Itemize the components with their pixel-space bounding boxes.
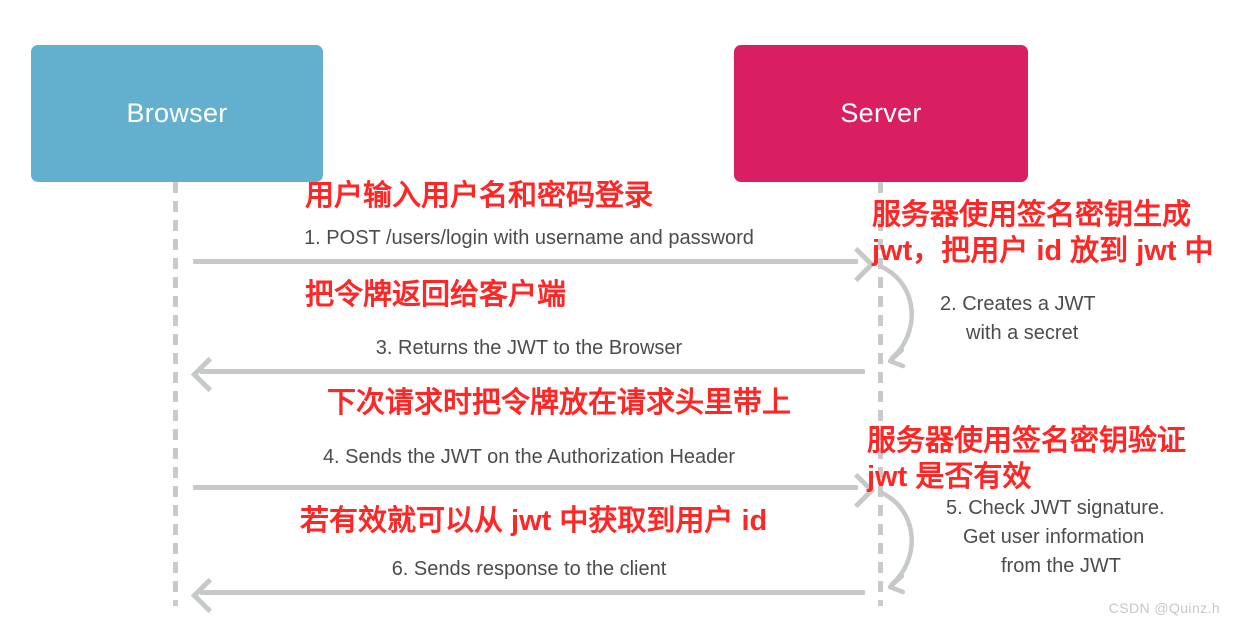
watermark-credit: CSDN @Quinz.h [1108,600,1220,616]
message-arrow-line-4 [193,485,858,490]
actor-box-server[interactable]: Server [734,45,1028,182]
annotation-server-verify-jwt-line2: jwt 是否有效 [867,461,1032,493]
annotation-return-token: 把令牌返回给客户端 [305,279,567,311]
message-arrow-line-6 [200,590,865,595]
annotation-server-create-jwt-line1: 服务器使用签名密钥生成 [872,199,1192,231]
actor-box-browser[interactable]: Browser [31,45,323,182]
message-arrow-line-3 [200,369,865,374]
self-call-loop-2 [877,263,914,369]
lifeline-browser [173,182,178,606]
message-label-4: 4. Sends the JWT on the Authorization He… [322,446,736,468]
message-arrow-line-1 [193,259,858,264]
lifeline-server [878,182,883,606]
self-call-label-5-line3: from the JWT [1001,555,1122,577]
annotation-server-verify-jwt-line1: 服务器使用签名密钥验证 [867,425,1187,457]
message-label-3: 3. Returns the JWT to the Browser [375,337,683,359]
self-call-loop-5 [877,489,914,595]
annotation-login-request: 用户输入用户名和密码登录 [305,180,654,212]
annotation-server-create-jwt-line2: jwt，把用户 id 放到 jwt 中 [872,235,1214,267]
annotation-get-user-id: 若有效就可以从 jwt 中获取到用户 id [300,505,768,537]
self-call-label-2-line2: with a secret [966,322,1079,344]
annotation-send-token-header: 下次请求时把令牌放在请求头里带上 [327,387,792,419]
actor-label-browser: Browser [126,98,228,128]
actor-label-server: Server [840,98,922,128]
message-label-1: 1. POST /users/login with username and p… [304,227,754,249]
self-call-label-5-line2: Get user information [963,526,1145,548]
self-call-label-5-line1: 5. Check JWT signature. [946,497,1165,519]
message-label-6: 6. Sends response to the client [391,558,667,580]
self-call-label-2-line1: 2. Creates a JWT [940,293,1096,315]
